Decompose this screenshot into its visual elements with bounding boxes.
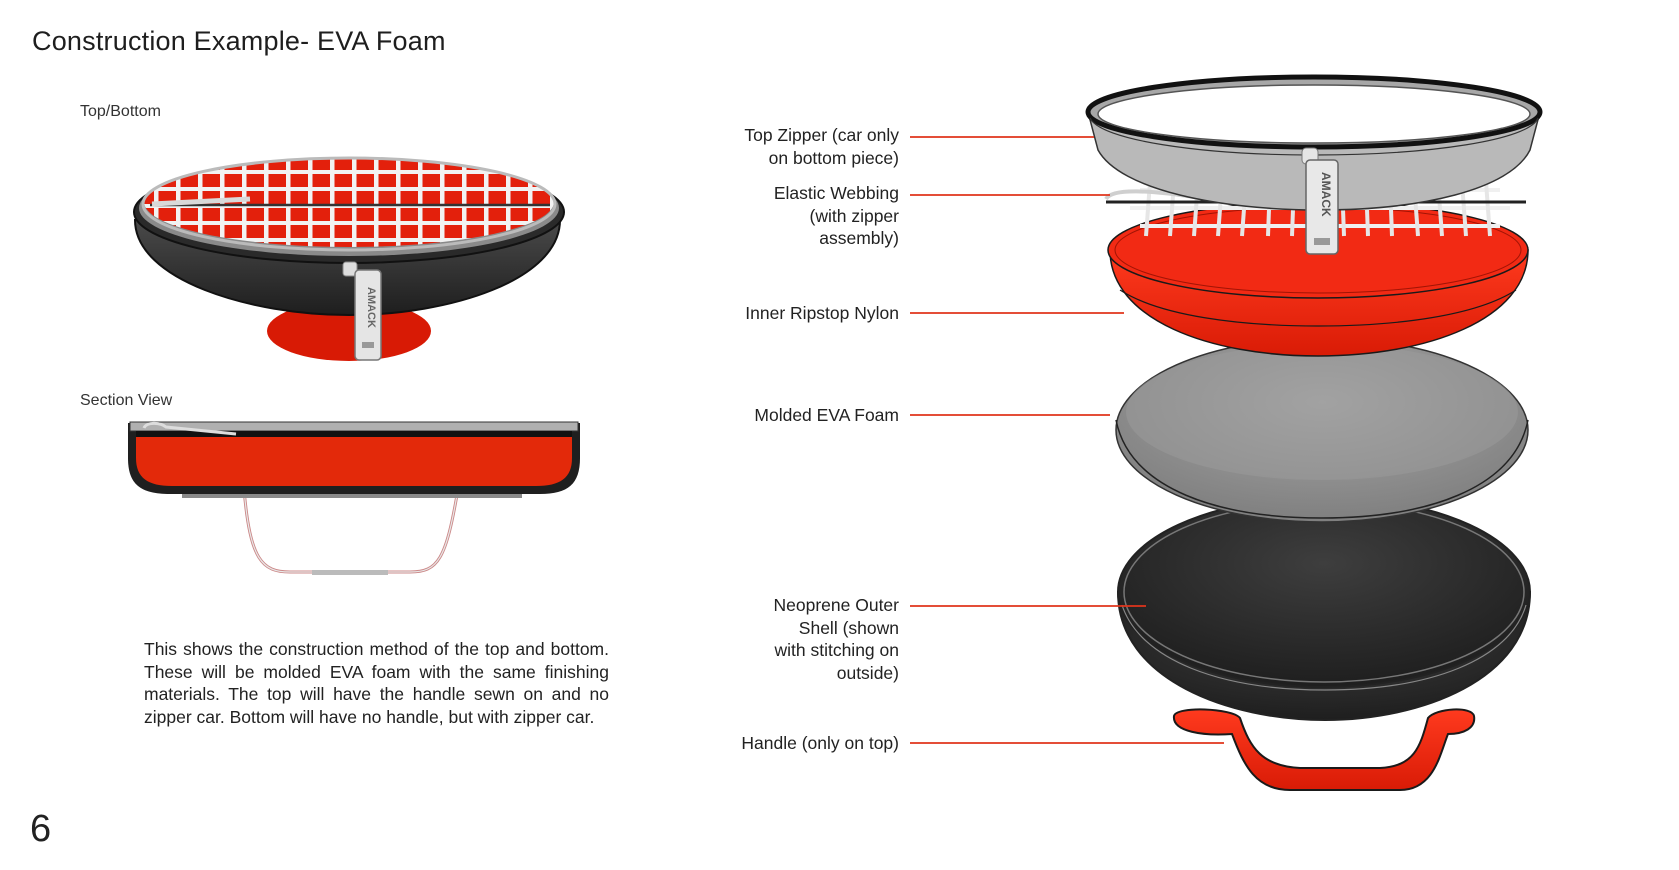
handle-part [1173,708,1476,791]
exploded-zipper-pull-icon: AMACK [1301,147,1339,255]
page-title: Construction Example- EVA Foam [32,26,446,56]
section-view [128,421,580,575]
svg-text:AMACK: AMACK [1319,172,1333,217]
eva-foam-part [1115,337,1529,523]
callout-handle: Handle (only on top) [741,733,899,753]
zipper-pull-icon: AMACK [342,261,382,361]
callout-inner-ripstop: Inner Ripstop Nylon [745,303,899,323]
top-bottom-view-label: Top/Bottom [80,103,161,120]
assembled-top-view: AMACK [133,156,565,361]
neoprene-shell-part [1116,496,1532,722]
callout-molded-eva: Molded EVA Foam [754,405,899,425]
svg-text:AMACK: AMACK [365,287,377,328]
construction-description: This shows the construction method of th… [144,639,609,727]
callout-leader-lines [910,136,1224,744]
page-number: 6 [30,808,52,850]
section-view-label: Section View [80,392,173,409]
